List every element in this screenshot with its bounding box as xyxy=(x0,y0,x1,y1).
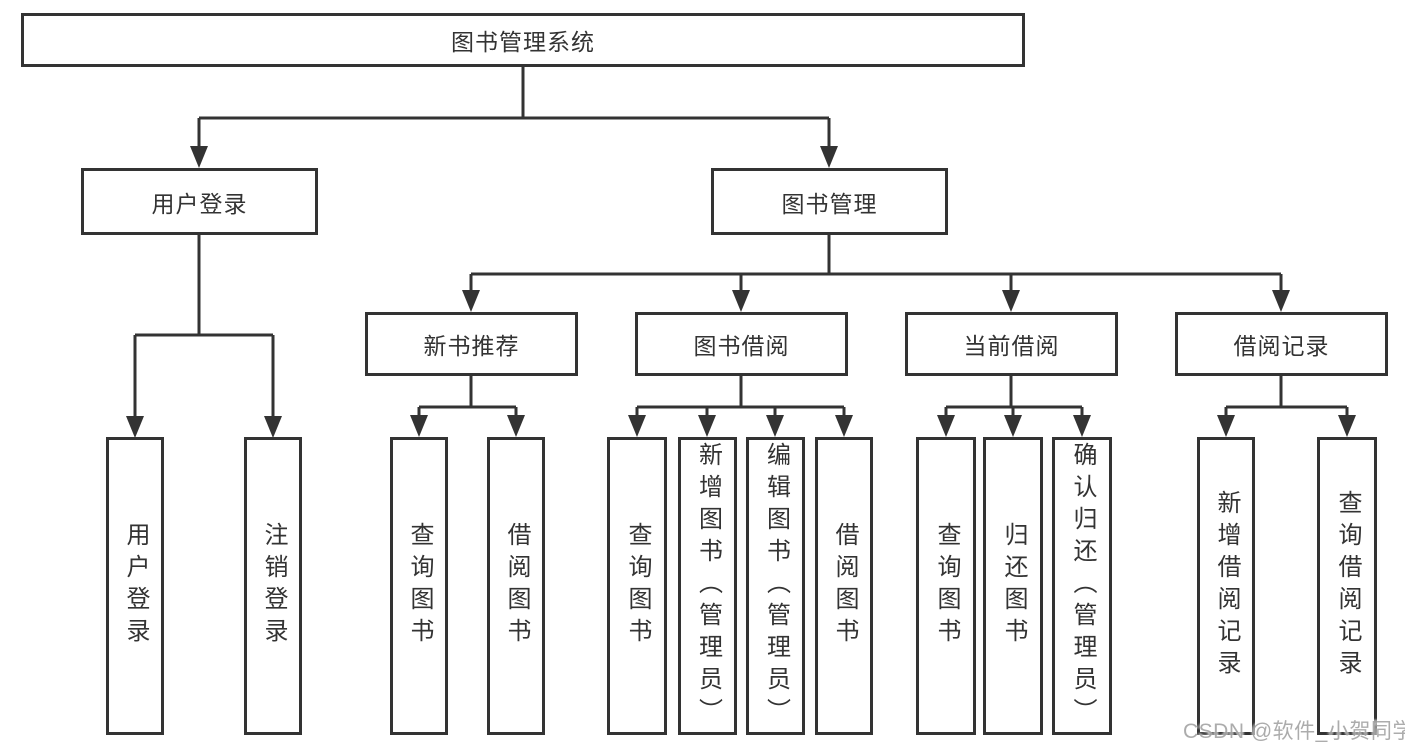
node-borrow-records: 借阅记录 xyxy=(1175,312,1388,376)
leaf-records-query-record: 查询借阅记录 xyxy=(1317,437,1377,735)
arrow-down-icon xyxy=(1272,290,1290,312)
leaf-borrow-borrow-books: 借阅图书 xyxy=(815,437,873,735)
node-book-management: 图书管理 xyxy=(711,168,948,235)
node-root: 图书管理系统 xyxy=(21,13,1025,67)
leaf-borrow-add-books-admin: 新增图书（管理员） xyxy=(678,437,737,735)
arrow-down-icon xyxy=(126,416,144,438)
arrow-down-icon xyxy=(698,415,716,437)
arrow-down-icon xyxy=(937,415,955,437)
leaf-current-confirm-return-admin: 确认归还（管理员） xyxy=(1052,437,1112,735)
leaf-records-add-record: 新增借阅记录 xyxy=(1197,437,1255,735)
arrow-down-icon xyxy=(410,415,428,437)
arrow-down-icon xyxy=(732,290,750,312)
leaf-logout: 注销登录 xyxy=(244,437,302,735)
node-user-login-branch: 用户登录 xyxy=(81,168,318,235)
arrow-down-icon xyxy=(820,146,838,168)
leaf-current-query-books: 查询图书 xyxy=(916,437,976,735)
arrow-down-icon xyxy=(462,290,480,312)
node-book-borrow: 图书借阅 xyxy=(635,312,848,376)
arrow-down-icon xyxy=(1338,415,1356,437)
arrowheads xyxy=(126,146,1356,438)
arrow-down-icon xyxy=(766,415,784,437)
leaf-newbooks-query-books: 查询图书 xyxy=(390,437,448,735)
arrow-down-icon xyxy=(628,415,646,437)
leaf-user-login: 用户登录 xyxy=(106,437,164,735)
arrow-down-icon xyxy=(1217,415,1235,437)
arrow-down-icon xyxy=(264,416,282,438)
arrow-down-icon xyxy=(190,146,208,168)
csdn-watermark: CSDN @软件_小贺同学 xyxy=(1183,720,1405,743)
arrow-down-icon xyxy=(507,415,525,437)
arrow-down-icon xyxy=(1004,415,1022,437)
leaf-current-return-books: 归还图书 xyxy=(983,437,1043,735)
node-new-book-recommend: 新书推荐 xyxy=(365,312,578,376)
node-current-borrow: 当前借阅 xyxy=(905,312,1118,376)
arrow-down-icon xyxy=(835,415,853,437)
leaf-newbooks-borrow-books: 借阅图书 xyxy=(487,437,545,735)
leaf-borrow-query-books: 查询图书 xyxy=(607,437,667,735)
arrow-down-icon xyxy=(1073,415,1091,437)
arrow-down-icon xyxy=(1002,290,1020,312)
leaf-borrow-edit-books-admin: 编辑图书（管理员） xyxy=(746,437,805,735)
